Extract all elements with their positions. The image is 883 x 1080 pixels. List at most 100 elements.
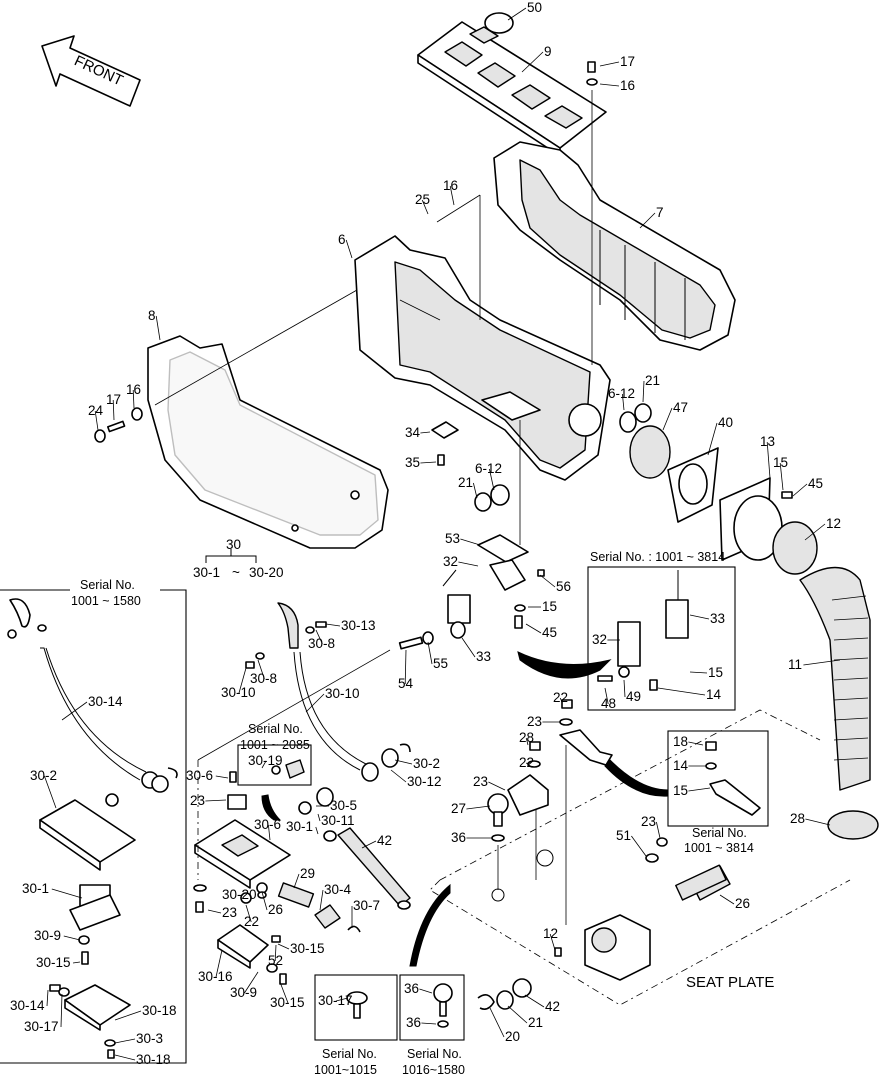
cover-plate-part-9 <box>417 21 607 157</box>
leader-line <box>319 889 324 911</box>
callout-42: 42 <box>377 833 392 848</box>
leader-line <box>507 1005 528 1024</box>
callout-30-10: 30-10 <box>325 686 360 701</box>
callout-30-1: 30-1 <box>286 819 313 834</box>
callout-30-19: 30-19 <box>248 753 283 768</box>
leader-line <box>507 7 527 21</box>
serial-box-1001-3814-top: Serial No. : 1001 ~ 3814 <box>587 550 736 711</box>
serial-title: Serial No. <box>407 1047 462 1061</box>
leader-line <box>689 671 708 674</box>
callout-54: 54 <box>398 676 414 691</box>
callout-27: 27 <box>451 801 466 816</box>
callout-36: 36 <box>406 1015 421 1030</box>
leader-line <box>779 462 784 491</box>
callout-15: 15 <box>708 665 723 680</box>
leader-line <box>549 933 556 951</box>
callout-17: 17 <box>620 54 635 69</box>
callout-30-17: 30-17 <box>318 993 353 1008</box>
leader-line <box>335 997 349 1002</box>
leader-line <box>419 988 433 994</box>
callout-9: 9 <box>544 44 552 59</box>
callout-34: 34 <box>405 425 421 440</box>
callout-12: 12 <box>826 516 841 531</box>
leader-line <box>688 741 704 746</box>
leader-line <box>114 1054 136 1061</box>
callout-26: 26 <box>268 902 283 917</box>
leader-line <box>325 623 341 627</box>
serial-box-1001-1015: Serial No. 1001~1015 <box>314 974 398 1077</box>
leader-line <box>63 935 81 941</box>
seat-plate <box>429 709 851 1006</box>
callout-17: 17 <box>106 392 121 407</box>
leader-line <box>61 701 88 721</box>
callout-25: 25 <box>415 192 430 207</box>
callout-15: 15 <box>773 455 788 470</box>
callout-30-18: 30-18 <box>136 1052 171 1067</box>
front-arrow-icon: FRONT <box>41 35 141 107</box>
callout-8: 8 <box>148 308 156 323</box>
callout-36: 36 <box>404 981 419 996</box>
callout-15: 15 <box>673 783 688 798</box>
leader-line <box>656 821 661 839</box>
serial-box-1001-1580: Serial No. 1001 ~ 1580 <box>0 578 187 1064</box>
callout-30-8: 30-8 <box>250 671 277 686</box>
leader-line <box>804 523 826 541</box>
leader-line <box>215 775 229 779</box>
switch-bracket-53 <box>398 534 545 650</box>
leader-line <box>657 687 706 696</box>
leader-line <box>525 623 542 634</box>
group-30-from: 30-1 <box>193 565 220 580</box>
callout-14: 14 <box>673 758 689 773</box>
callout-23: 23 <box>190 793 205 808</box>
callout-30-18: 30-18 <box>142 1003 177 1018</box>
callout-11: 11 <box>788 657 802 672</box>
leader-line <box>293 873 300 889</box>
leader-line <box>466 805 491 810</box>
leader-line <box>420 431 431 434</box>
leader-line <box>622 393 625 411</box>
callout-30-16: 30-16 <box>198 969 233 984</box>
leader-line <box>489 468 495 491</box>
callout-7: 7 <box>656 205 664 220</box>
fasteners-lower <box>477 947 562 1010</box>
leader-line <box>244 971 259 994</box>
leader-line <box>245 904 252 923</box>
callout-51: 51 <box>616 828 631 843</box>
callout-19: 19 <box>0 0 15 3</box>
serial-range: 1001 ~ 2085 <box>240 738 310 752</box>
callout-30-2: 30-2 <box>413 756 440 771</box>
callout-6-12: 6-12 <box>608 386 635 401</box>
pin-part-18 <box>675 864 727 901</box>
callout-30-10: 30-10 <box>221 685 256 700</box>
leader-line <box>317 813 321 822</box>
leader-line <box>521 51 544 73</box>
leader-line <box>394 759 413 765</box>
leader-line <box>277 943 290 950</box>
group-30-tilde: ~ <box>232 565 240 580</box>
callout-30-17: 30-17 <box>24 1019 59 1034</box>
bolt-set-24-17-16 <box>94 407 143 443</box>
leader-line <box>315 826 319 835</box>
leader-line <box>114 1010 142 1021</box>
leader-line <box>489 1007 505 1038</box>
serial-box-title: Serial No. : 1001 ~ 3814 <box>590 550 725 564</box>
leader-line <box>257 659 265 680</box>
leader-line <box>390 769 407 783</box>
leader-line <box>132 389 135 409</box>
callout-13: 13 <box>760 434 775 449</box>
callout-40: 40 <box>718 415 733 430</box>
lever-assembly-30 <box>193 602 411 985</box>
callout-24: 24 <box>88 403 104 418</box>
callout-30-6: 30-6 <box>254 817 281 832</box>
callout-30-12: 30-12 <box>407 774 442 789</box>
leader-line <box>623 679 626 698</box>
callout-15: 15 <box>542 599 557 614</box>
leader-line <box>205 799 227 802</box>
serial-title: Serial No. <box>692 826 747 840</box>
leader-line <box>421 199 429 215</box>
callout-33: 33 <box>710 611 725 626</box>
callout-30-13: 30-13 <box>341 618 376 633</box>
rear-cover-part-7 <box>493 141 736 351</box>
cap-part-50 <box>484 12 514 34</box>
leader-line <box>449 185 455 206</box>
